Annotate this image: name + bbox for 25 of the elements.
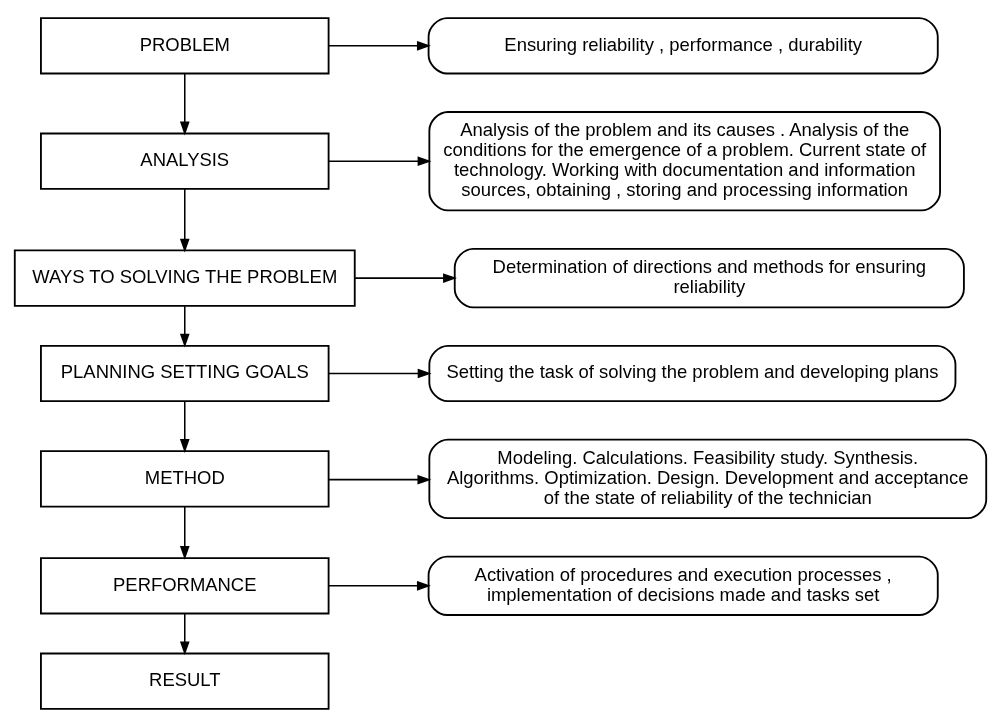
node-box: Setting the task of solving the problem and developing plans — [428, 344, 957, 402]
arrow — [328, 580, 431, 591]
node-box: METHOD — [40, 449, 330, 507]
arrow — [328, 474, 432, 484]
node-box: ANALYSIS — [40, 132, 330, 190]
node-box: Modeling. Calculations. Feasibility study. Synthesis. Algorithms. Optimization. Design. Development and acceptance of the state of reliability of the technician — [428, 438, 988, 519]
arrow — [328, 368, 432, 378]
arrow — [179, 400, 190, 453]
node-box: WAYS TO SOLVING THE PROBLEM — [13, 249, 356, 307]
node-box: PERFORMANCE — [40, 556, 330, 614]
arrow — [179, 612, 190, 655]
arrow — [179, 505, 190, 560]
arrow — [354, 272, 457, 283]
node-box: Activation of procedures and execution processes , implementation of decisions made and tasks set — [427, 555, 939, 616]
arrow — [179, 72, 190, 135]
arrow — [179, 304, 190, 348]
arrow — [179, 187, 190, 253]
node-box: Analysis of the problem and its causes . Analysis of the conditions for the emergence of a problem. Current state of technology. Working with documentation and information sources, obtaining , storing and processing information — [428, 110, 941, 211]
node-box: Ensuring reliability , performance , durability — [427, 16, 939, 74]
node-box: Determination of directions and methods for ensuring reliability — [453, 247, 965, 308]
node-box: RESULT — [40, 652, 330, 710]
arrow — [328, 40, 431, 51]
arrow — [327, 155, 432, 166]
node-box: PROBLEM — [40, 16, 330, 74]
node-box: PLANNING SETTING GOALS — [40, 344, 330, 402]
